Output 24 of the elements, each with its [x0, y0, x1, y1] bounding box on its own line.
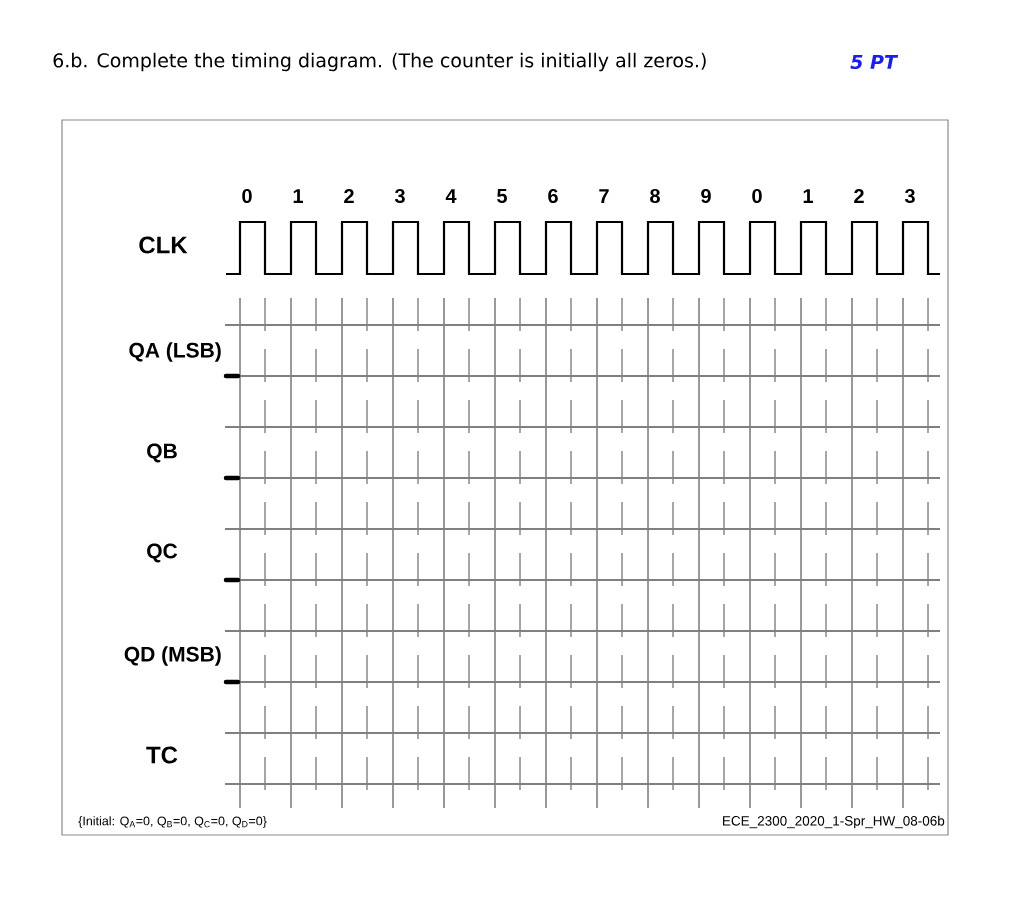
- cycle-number: 6: [548, 188, 558, 204]
- cycle-number: 4: [445, 189, 457, 203]
- cycle-number: 3: [904, 188, 915, 204]
- signal-label: QC: [147, 543, 178, 563]
- signal-label: QB: [147, 443, 177, 463]
- cycle-number: 2: [854, 189, 864, 203]
- signal-label: QA (LSB): [129, 342, 221, 362]
- signal-label: CLK: [139, 236, 188, 254]
- cycle-number: 2: [344, 189, 354, 203]
- figure-id: ECE_2300_2020_1-Spr_HW_08-06b: [723, 815, 945, 829]
- cycle-number: 5: [497, 189, 507, 203]
- cycle-number: 0: [242, 188, 252, 204]
- cycle-number: 1: [803, 189, 813, 203]
- points-label: 5 PT: [850, 54, 899, 70]
- title: 6.b. Complete the timing diagram. (The counter is initially all zeros.): [53, 52, 706, 72]
- signal-label: TC: [146, 746, 178, 764]
- cycle-number: 9: [701, 188, 711, 204]
- cycle-number: 1: [293, 189, 303, 203]
- signal-label: QD (MSB): [124, 646, 221, 666]
- cycle-number: 0: [752, 188, 762, 204]
- cycle-number: 7: [599, 189, 609, 203]
- cycle-number: 8: [650, 188, 660, 204]
- cycle-number: 3: [394, 188, 405, 204]
- note: {Initial: Q$_{A}$=0, Q$_{B}$=0, Q$_{C}$=0, Q$_{D}$=0}: [78, 816, 267, 828]
